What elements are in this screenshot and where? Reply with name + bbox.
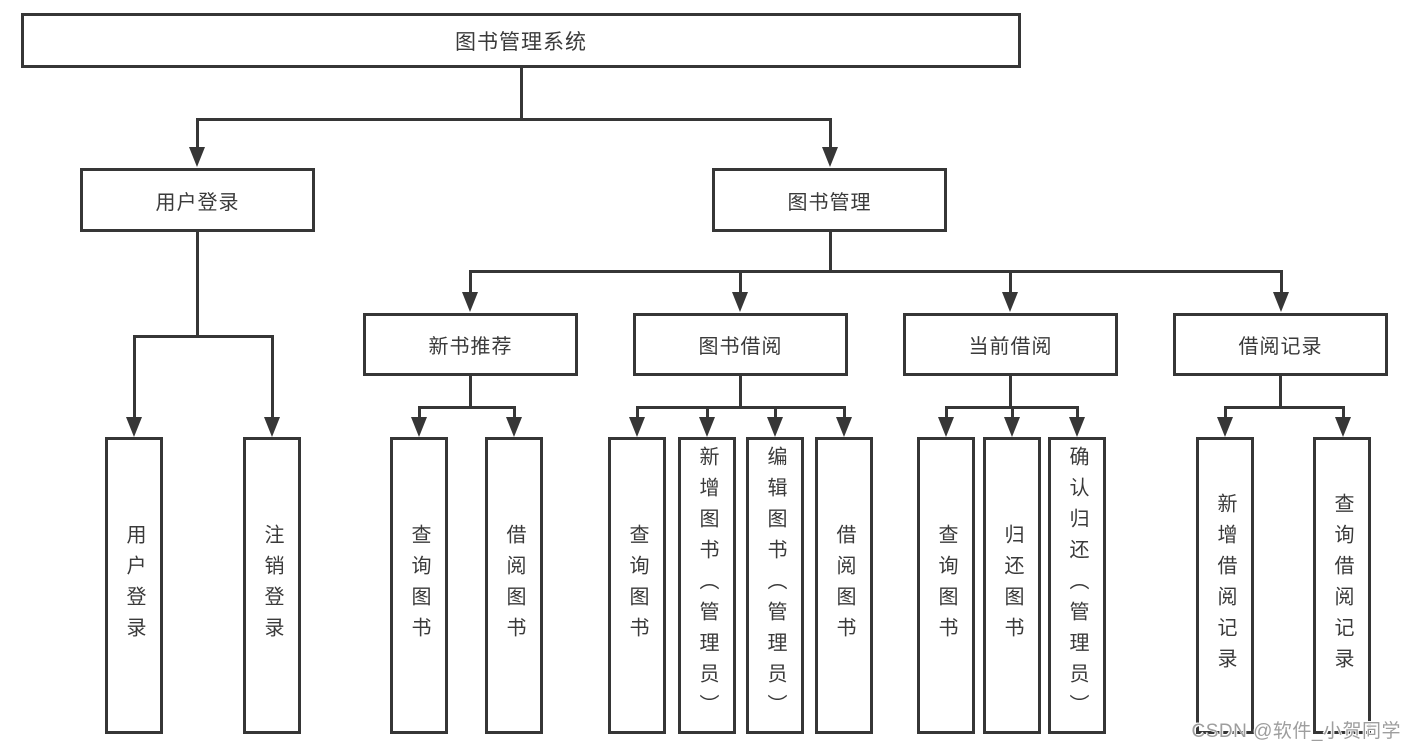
connector-line xyxy=(1224,406,1227,421)
leaf-current-query-label: 查询图书 xyxy=(935,523,957,648)
connector-line xyxy=(945,406,948,421)
connector-line xyxy=(418,406,516,409)
connector-line xyxy=(706,406,709,421)
connector-line xyxy=(513,406,516,421)
arrowhead-icon xyxy=(732,292,748,312)
arrowhead-icon xyxy=(822,147,838,167)
connector-line xyxy=(469,376,472,409)
connector-line xyxy=(636,406,639,421)
node-book-borrow: 图书借阅 xyxy=(633,313,848,376)
connector-line xyxy=(133,335,274,338)
connector-line xyxy=(829,118,832,150)
leaf-user-login: 用户登录 xyxy=(105,437,163,734)
node-current-borrow: 当前借阅 xyxy=(903,313,1118,376)
connector-line xyxy=(418,406,421,421)
leaf-newbook-borrow: 借阅图书 xyxy=(485,437,543,734)
connector-line xyxy=(843,406,846,421)
arrowhead-icon xyxy=(1004,417,1020,437)
connector-line xyxy=(1280,270,1283,297)
arrowhead-icon xyxy=(264,417,280,437)
node-book-management: 图书管理 xyxy=(712,168,947,232)
connector-line xyxy=(636,406,846,409)
leaf-newbook-query: 查询图书 xyxy=(390,437,448,734)
connector-line xyxy=(774,406,777,421)
leaf-borrow-book-label: 借阅图书 xyxy=(833,523,855,648)
leaf-current-confirm-admin: 确认归还（管理员） xyxy=(1048,437,1106,734)
arrowhead-icon xyxy=(1217,417,1233,437)
node-book-borrow-label: 图书借阅 xyxy=(698,336,783,358)
watermark-text: CSDN @软件_小贺同学 xyxy=(1191,721,1401,742)
arrowhead-icon xyxy=(767,417,783,437)
leaf-logout-label: 注销登录 xyxy=(261,523,283,648)
connector-line xyxy=(1342,406,1345,421)
leaf-borrow-query: 查询图书 xyxy=(608,437,666,734)
node-borrow-records: 借阅记录 xyxy=(1173,313,1388,376)
leaf-borrow-book: 借阅图书 xyxy=(815,437,873,734)
leaf-records-query: 查询借阅记录 xyxy=(1313,437,1371,734)
leaf-current-query: 查询图书 xyxy=(917,437,975,734)
connector-line xyxy=(829,232,832,272)
node-new-book-recommend: 新书推荐 xyxy=(363,313,578,376)
node-borrow-records-label: 借阅记录 xyxy=(1238,336,1323,358)
arrowhead-icon xyxy=(462,292,478,312)
connector-line xyxy=(1011,406,1014,421)
connector-line xyxy=(739,270,742,297)
leaf-current-return-label: 归还图书 xyxy=(1001,523,1023,648)
leaf-records-add-label: 新增借阅记录 xyxy=(1214,492,1236,679)
leaf-newbook-query-label: 查询图书 xyxy=(408,523,430,648)
connector-line xyxy=(196,232,199,338)
connector-line xyxy=(520,68,523,120)
arrowhead-icon xyxy=(629,417,645,437)
connector-line xyxy=(1279,376,1282,409)
arrowhead-icon xyxy=(699,417,715,437)
connector-line xyxy=(469,270,1283,273)
arrowhead-icon xyxy=(506,417,522,437)
connector-line xyxy=(1076,406,1079,421)
connector-line xyxy=(133,335,136,421)
connector-line xyxy=(1009,270,1012,297)
leaf-current-confirm-admin-label: 确认归还（管理员） xyxy=(1066,446,1088,725)
connector-line xyxy=(739,376,742,409)
arrowhead-icon xyxy=(938,417,954,437)
leaf-borrow-add-admin: 新增图书（管理员） xyxy=(678,437,736,734)
arrowhead-icon xyxy=(1273,292,1289,312)
node-root-label: 图书管理系统 xyxy=(455,30,587,54)
node-root: 图书管理系统 xyxy=(21,13,1021,68)
leaf-logout: 注销登录 xyxy=(243,437,301,734)
connector-line xyxy=(1224,406,1344,409)
arrowhead-icon xyxy=(1335,417,1351,437)
node-user-login: 用户登录 xyxy=(80,168,315,232)
leaf-user-login-label: 用户登录 xyxy=(123,523,145,648)
arrowhead-icon xyxy=(1069,417,1085,437)
leaf-newbook-borrow-label: 借阅图书 xyxy=(503,523,525,648)
leaf-current-return: 归还图书 xyxy=(983,437,1041,734)
leaf-records-query-label: 查询借阅记录 xyxy=(1331,492,1353,679)
arrowhead-icon xyxy=(836,417,852,437)
node-user-login-label: 用户登录 xyxy=(155,191,240,214)
connector-line xyxy=(1009,376,1012,409)
leaf-borrow-edit-admin-label: 编辑图书（管理员） xyxy=(764,446,786,725)
leaf-records-add: 新增借阅记录 xyxy=(1196,437,1254,734)
arrowhead-icon xyxy=(126,417,142,437)
leaf-borrow-query-label: 查询图书 xyxy=(626,523,648,648)
arrowhead-icon xyxy=(1002,292,1018,312)
arrowhead-icon xyxy=(411,417,427,437)
connector-line xyxy=(196,118,832,121)
node-book-management-label: 图书管理 xyxy=(787,191,872,214)
connector-line xyxy=(196,118,199,150)
node-current-borrow-label: 当前借阅 xyxy=(968,336,1053,358)
node-new-book-recommend-label: 新书推荐 xyxy=(428,336,513,358)
connector-line xyxy=(469,270,472,297)
connector-line xyxy=(271,335,274,421)
arrowhead-icon xyxy=(189,147,205,167)
leaf-borrow-add-admin-label: 新增图书（管理员） xyxy=(696,446,718,725)
leaf-borrow-edit-admin: 编辑图书（管理员） xyxy=(746,437,804,734)
